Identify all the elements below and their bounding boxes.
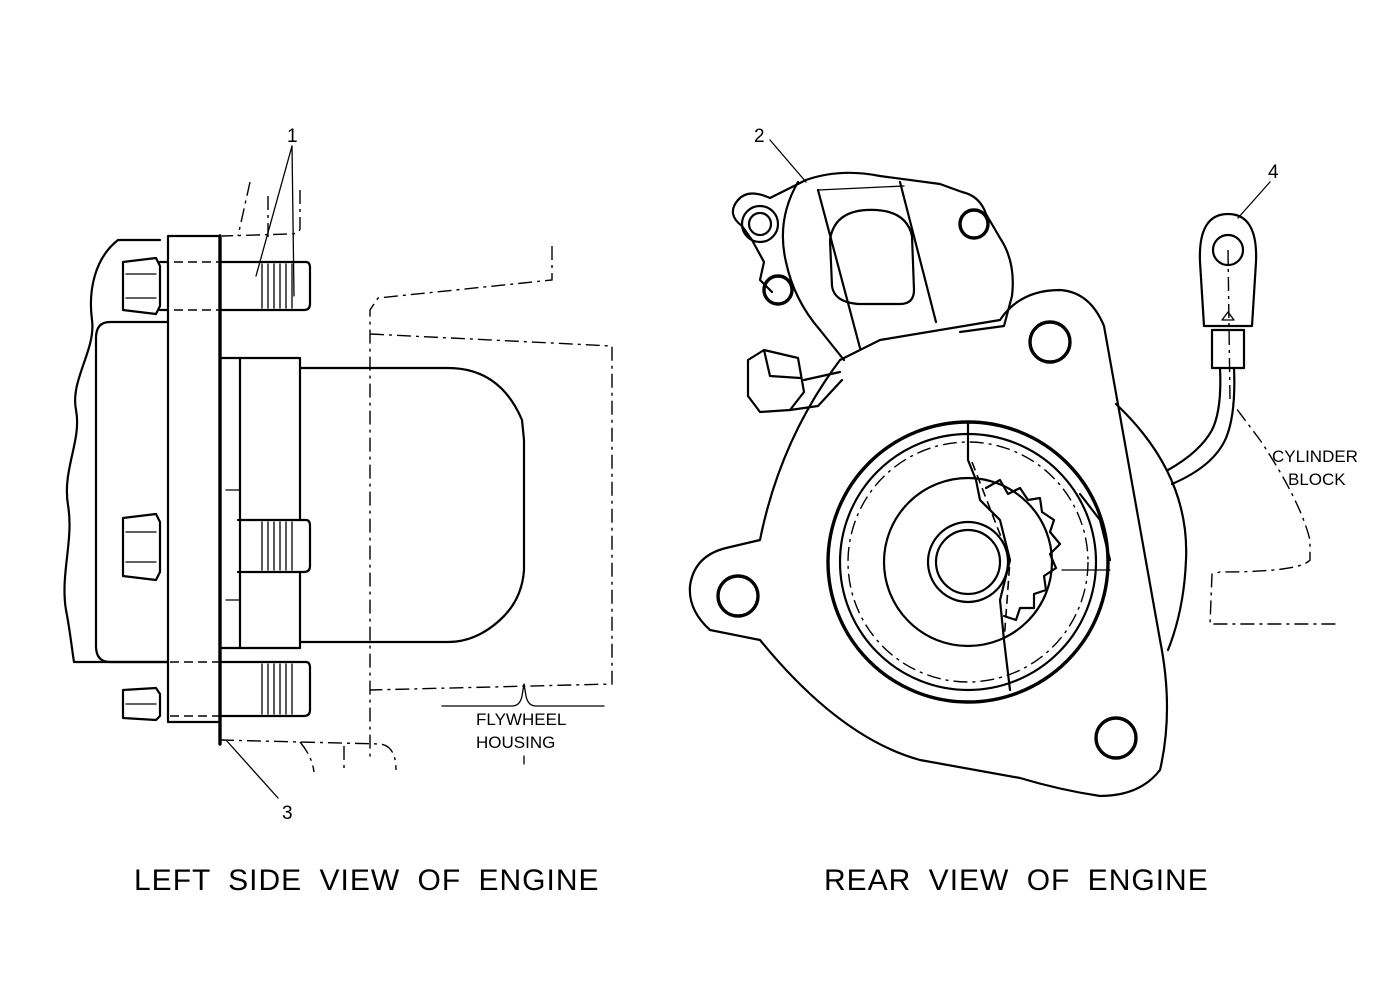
leader-2 — [769, 139, 807, 183]
rear-view: 2 4 CYLINDER BLOCK REAR VIEW OF ENGINE — [688, 126, 1358, 897]
drive-housing-outer — [826, 420, 1110, 704]
flange-hole-left — [716, 574, 760, 618]
pinion-gear — [966, 420, 1112, 692]
ground-cable — [1166, 212, 1258, 486]
bolt-lower — [121, 686, 162, 722]
callout-1: 1 — [287, 126, 298, 147]
flywheel-housing-label-line2: HOUSING — [476, 733, 555, 752]
ring-terminal-hole — [1211, 233, 1245, 267]
bolt-middle — [121, 512, 162, 582]
stud-threads-upper — [218, 260, 312, 312]
callout-2: 2 — [754, 126, 765, 147]
stud-threads-middle — [236, 518, 312, 574]
rear-view-caption: REAR VIEW OF ENGINE — [824, 864, 1209, 897]
armature-shaft — [926, 520, 1010, 604]
leader-1 — [255, 145, 293, 277]
left-view-caption: LEFT SIDE VIEW OF ENGINE — [134, 864, 600, 897]
bolt-upper — [121, 256, 170, 316]
engine-block-outline — [63, 238, 120, 664]
leader-3 — [225, 739, 279, 799]
left-side-view: 1 3 FLYWHEEL HOUSING LEFT SIDE VIEW OF E… — [63, 126, 613, 897]
flywheel-housing-label-line1: FLYWHEEL — [476, 710, 566, 729]
starter-rear-housing — [94, 320, 170, 664]
solenoid-bolt-1 — [740, 204, 780, 244]
leader-4 — [1237, 181, 1271, 219]
cylinder-block-outline — [1209, 249, 1340, 625]
cylinder-block-label-line1: CYLINDER — [1272, 447, 1358, 466]
cylinder-block-label-line2: BLOCK — [1288, 470, 1346, 489]
callout-3: 3 — [282, 803, 293, 824]
callout-4: 4 — [1268, 162, 1279, 183]
solenoid-bolt-3 — [762, 274, 794, 306]
starter-nose-housing — [220, 356, 302, 650]
flywheel-housing-bracket — [441, 683, 605, 707]
drive-end-housing — [298, 366, 526, 644]
flange-hole-bottom — [1094, 716, 1138, 760]
mounting-flange — [166, 234, 222, 724]
flange-hole-top — [1028, 320, 1072, 364]
solenoid-bolt-2 — [958, 208, 990, 240]
flywheel-housing-outline — [219, 181, 613, 773]
starter-mounting-flange — [688, 288, 1169, 798]
stud-threads-lower — [218, 660, 312, 718]
solenoid-assembly — [731, 171, 1014, 414]
